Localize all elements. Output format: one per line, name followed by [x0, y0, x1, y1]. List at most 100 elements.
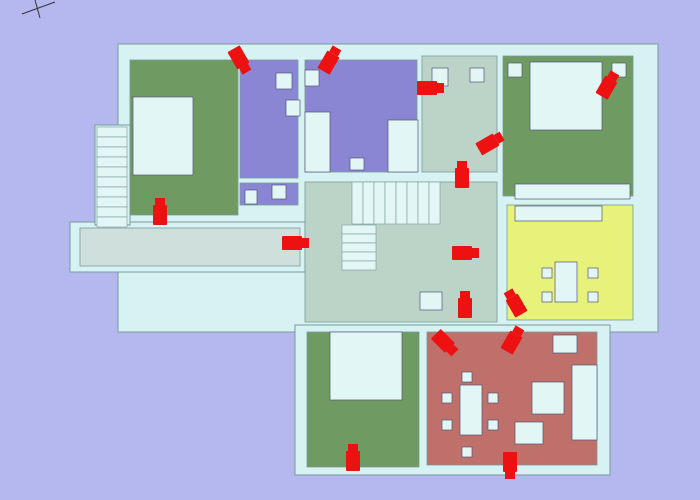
- armchair: [419, 291, 443, 311]
- camera-body: [346, 451, 360, 471]
- stair-step: [341, 233, 377, 244]
- camera-body: [153, 205, 167, 225]
- dining-chair: [487, 392, 499, 404]
- security-camera-icon: [153, 198, 167, 225]
- camera-lens: [302, 238, 309, 248]
- camera-body: [458, 298, 472, 318]
- security-camera-icon: [458, 291, 472, 318]
- compass-axis-icon: [21, 0, 56, 19]
- security-camera-icon: [431, 329, 459, 357]
- camera-body: [595, 75, 618, 100]
- camera-body: [455, 168, 469, 188]
- dining-chair: [587, 267, 599, 279]
- sink: [285, 99, 301, 117]
- outdoor-stair-step: [96, 176, 128, 188]
- dining-chair: [461, 371, 473, 383]
- dining-chair: [461, 446, 473, 458]
- camera-lens: [457, 161, 467, 168]
- outdoor-stair-step: [96, 206, 128, 218]
- camera-lens: [329, 45, 342, 57]
- sink: [349, 157, 365, 171]
- camera-body: [505, 293, 528, 318]
- outdoor-stair-step: [96, 186, 128, 198]
- stair-step: [417, 181, 430, 225]
- dining-chair: [441, 419, 453, 431]
- toilet: [271, 184, 287, 200]
- camera-lens: [503, 288, 516, 300]
- security-camera-icon: [346, 444, 360, 471]
- stair-step: [428, 181, 441, 225]
- camera-body: [503, 452, 517, 472]
- toilet: [275, 72, 293, 90]
- camera-lens: [155, 198, 165, 205]
- outdoor-stair-step: [96, 216, 128, 228]
- toilet: [304, 69, 320, 87]
- security-camera-icon: [317, 45, 342, 75]
- camera-lens: [460, 291, 470, 298]
- stair-step: [351, 181, 364, 225]
- camera-lens: [437, 83, 444, 93]
- stair-step: [341, 251, 377, 262]
- counter: [514, 183, 631, 200]
- stair-step: [341, 224, 377, 235]
- stair-step: [341, 242, 377, 253]
- counter: [514, 205, 603, 222]
- outdoor-stair-step: [96, 146, 128, 158]
- camera-lens: [239, 63, 252, 75]
- camera-body: [452, 246, 472, 260]
- camera-lens: [446, 344, 459, 357]
- dining-chair: [441, 392, 453, 404]
- security-camera-icon: [417, 81, 444, 95]
- camera-lens: [512, 325, 525, 337]
- camera-lens: [472, 248, 479, 258]
- security-camera-icon: [500, 325, 525, 355]
- camera-lens: [348, 444, 358, 451]
- dining-chair: [487, 419, 499, 431]
- camera-lens: [493, 131, 505, 144]
- security-camera-icon: [503, 288, 528, 318]
- armchair: [514, 421, 544, 445]
- toilet: [244, 189, 258, 205]
- camera-body: [417, 81, 437, 95]
- camera-body: [500, 330, 523, 355]
- chair: [469, 67, 485, 83]
- armchair: [552, 334, 578, 354]
- security-camera-icon: [503, 452, 517, 479]
- cabinet: [387, 119, 419, 173]
- security-camera-icon: [595, 70, 620, 100]
- bed: [132, 96, 194, 176]
- bed: [329, 331, 403, 401]
- outdoor-stair-step: [96, 156, 128, 168]
- outdoor-stair-step: [96, 136, 128, 148]
- dining-table: [554, 261, 578, 303]
- bed: [529, 61, 603, 131]
- camera-lens: [607, 70, 620, 82]
- camera-lens: [505, 472, 515, 479]
- stair-step: [395, 181, 408, 225]
- outdoor-stair-step: [96, 166, 128, 178]
- stair-step: [384, 181, 397, 225]
- security-camera-icon: [227, 45, 252, 75]
- bathtub: [304, 111, 331, 173]
- stair-step: [341, 260, 377, 271]
- security-camera-icon: [475, 131, 505, 156]
- camera-body: [282, 236, 302, 250]
- camera-body: [431, 329, 455, 353]
- camera-body: [227, 45, 250, 70]
- outdoor-stair-step: [96, 196, 128, 208]
- sofa: [571, 364, 598, 441]
- nightstand: [507, 62, 523, 78]
- stair-step: [406, 181, 419, 225]
- outdoor-stair-step: [96, 126, 128, 138]
- dining-chair: [541, 291, 553, 303]
- dining-chair: [541, 267, 553, 279]
- security-camera-icon: [455, 161, 469, 188]
- dining-table: [459, 384, 483, 436]
- camera-body: [317, 50, 340, 75]
- camera-body: [475, 133, 500, 156]
- deck: [79, 227, 301, 267]
- coffee-table: [531, 381, 565, 415]
- stair-step: [373, 181, 386, 225]
- dining-chair: [587, 291, 599, 303]
